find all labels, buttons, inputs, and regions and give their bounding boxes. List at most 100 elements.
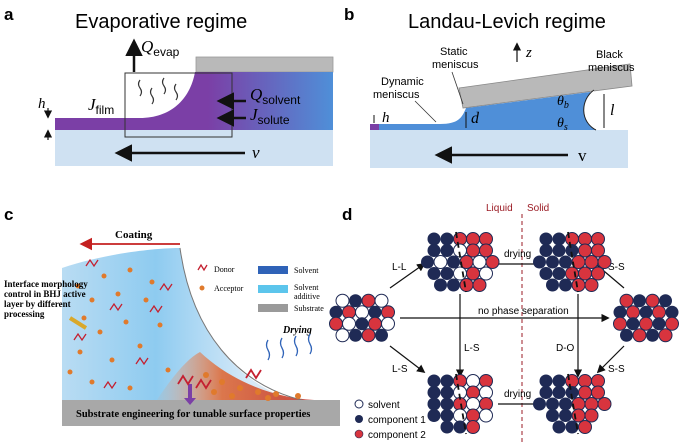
component-1-particle xyxy=(440,386,454,399)
component-1-particle xyxy=(349,328,362,342)
panel-b-title: Landau-Levich regime xyxy=(408,11,606,33)
component-1-particle xyxy=(440,409,454,422)
interface-text-3: layer by different xyxy=(4,299,71,309)
component-1-particle xyxy=(453,420,467,434)
q-solvent-label: Qsolvent xyxy=(250,85,301,107)
label-do: D-O xyxy=(556,343,575,354)
component-2-particle xyxy=(652,305,666,320)
component-2-particle xyxy=(466,243,480,258)
solvent-particle xyxy=(453,266,467,281)
drying-label: Drying xyxy=(282,325,312,336)
panel-c-letter: c xyxy=(4,205,13,224)
component-1-particle xyxy=(533,255,546,269)
component-1-particle xyxy=(355,317,369,331)
component-2-particle xyxy=(584,408,599,423)
component-2-particle xyxy=(591,243,605,258)
solvent-particle xyxy=(355,305,369,320)
legend-c2: component 2 xyxy=(368,430,426,441)
component-1-particle xyxy=(613,305,627,319)
component-2-particle xyxy=(571,278,586,292)
legend-acceptor: Acceptor xyxy=(214,284,244,293)
interface-text-1: Interface morphology xyxy=(4,279,88,289)
legend-additive-1: Solvent xyxy=(294,283,319,292)
component-2-particle xyxy=(632,328,647,343)
film xyxy=(55,118,125,130)
legend-solvent-swatch xyxy=(354,399,364,409)
component-1-particle xyxy=(552,374,566,388)
component-1-particle xyxy=(440,374,454,388)
component-1-particle xyxy=(626,317,640,331)
substrate xyxy=(370,130,628,168)
substrate-bar xyxy=(62,400,340,426)
component-1-particle xyxy=(440,420,454,434)
interface-text-2: control in BHJ active xyxy=(4,289,86,299)
legend-additive-swatch xyxy=(258,285,288,293)
static-meniscus-label-1: Static xyxy=(440,46,468,58)
component-1-particle xyxy=(427,232,441,246)
component-2-particle xyxy=(368,316,382,331)
component-2-particle xyxy=(565,374,579,388)
legend-solvent: Solvent xyxy=(294,266,319,275)
label-no-phase: no phase separation xyxy=(478,306,569,317)
component-1-particle xyxy=(427,386,441,399)
legend-donor-swatch xyxy=(197,263,208,272)
component-1-particle xyxy=(559,278,572,292)
component-2-particle xyxy=(645,293,660,308)
component-2-particle xyxy=(597,255,612,269)
arrow-ll xyxy=(389,263,426,289)
legend-solvent-swatch xyxy=(258,266,288,274)
component-2-particle xyxy=(472,278,487,292)
label-ss-bottom: S-S xyxy=(608,364,625,375)
liquid xyxy=(370,92,595,130)
component-2-particle xyxy=(584,278,599,292)
particle-clusters xyxy=(329,231,679,435)
component-1-particle xyxy=(546,397,559,411)
phase-boundary xyxy=(567,373,579,435)
label-drying-top: drying xyxy=(504,249,531,260)
solvent-particle xyxy=(479,408,493,423)
arrow-ls xyxy=(389,345,426,374)
panel-b-letter: b xyxy=(344,5,354,24)
theta-b-label: θb xyxy=(557,94,569,111)
component-1-particle xyxy=(440,397,454,411)
component-2-particle xyxy=(591,385,605,400)
substrate xyxy=(55,130,333,166)
component-2-particle xyxy=(466,420,480,434)
component-1-particle xyxy=(427,267,441,280)
cluster-initial xyxy=(329,293,395,343)
vapor-line xyxy=(137,79,143,97)
solvent-particle xyxy=(335,293,350,308)
component-1-particle xyxy=(447,278,460,292)
component-1-particle xyxy=(427,397,441,411)
panel-a: a Evaporative regime Qevap Jfilm Qsolven… xyxy=(4,5,334,166)
vapor-line xyxy=(149,87,155,105)
component-2-particle xyxy=(591,266,605,281)
legend-donor: Donor xyxy=(214,265,235,274)
component-1-particle xyxy=(539,244,553,257)
component-1-particle xyxy=(639,305,653,319)
black-meniscus-label-1: Black xyxy=(596,49,623,61)
solvent-particle xyxy=(381,316,395,331)
component-1-particle xyxy=(539,232,553,246)
component-1-particle xyxy=(633,294,646,308)
velocity-label: v xyxy=(252,143,260,162)
label-ls: L-S xyxy=(392,364,408,375)
component-1-particle xyxy=(349,294,362,308)
solvent-particle xyxy=(335,328,350,343)
legend-solvent: solvent xyxy=(368,400,400,411)
component-1-particle xyxy=(552,386,566,399)
blade xyxy=(195,56,334,73)
vapor-line xyxy=(161,77,167,95)
interface-text-4: processing xyxy=(4,309,45,319)
component-2-particle xyxy=(658,328,673,343)
component-1-particle xyxy=(559,397,572,411)
d-label: d xyxy=(471,110,480,127)
component-1-particle xyxy=(440,232,454,246)
legend-c2-swatch xyxy=(354,429,364,439)
dynamic-meniscus-leader xyxy=(414,100,437,123)
velocity-label: v xyxy=(578,146,587,165)
dynamic-meniscus-label-1: Dynamic xyxy=(381,76,424,88)
component-1-particle xyxy=(427,374,441,388)
component-1-particle xyxy=(546,409,559,422)
label-drying-bottom: drying xyxy=(504,389,531,400)
